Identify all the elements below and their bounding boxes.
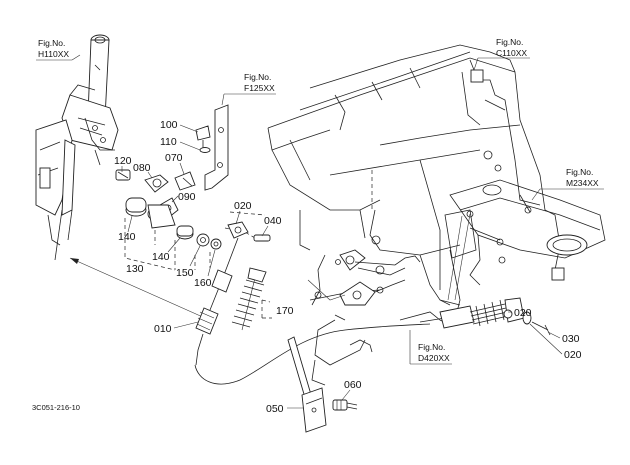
svg-text:C110XX: C110XX [496,48,527,58]
part-label-110: 110 [160,136,177,148]
part-labels: 100 110 120 080 070 090 020 040 140 140 … [114,119,582,415]
cable-end-right [419,297,551,336]
part-label-100: 100 [160,119,178,131]
svg-text:Fig.No.: Fig.No. [496,37,523,47]
part-label-090: 090 [178,191,196,203]
part-label-020-upper: 020 [234,200,252,212]
svg-text:H110XX: H110XX [38,49,69,59]
figure-reference-d420xx: Fig.No. D420XX [409,330,452,365]
part-label-050: 050 [266,403,284,415]
svg-text:Fig.No.: Fig.No. [38,38,65,48]
leader-arrow [69,257,206,319]
rear-housing [444,179,606,286]
svg-text:Fig.No.: Fig.No. [244,72,271,82]
drawing-code: 3C051-216-10 [32,403,80,412]
part-label-170: 170 [276,305,294,317]
part-label-150: 150 [176,267,194,279]
part-label-060: 060 [344,379,362,391]
figure-reference-c110xx: Fig.No. C110XX [473,37,530,71]
svg-text:Fig.No.: Fig.No. [418,342,445,352]
part-label-120: 120 [114,155,132,167]
assembly-group-130 [124,211,266,271]
part-label-130: 130 [126,263,144,275]
part-label-030: 030 [562,333,580,345]
accelerator-pedal [287,336,358,433]
svg-text:M234XX: M234XX [566,178,599,188]
tractor-frame [267,44,561,386]
linkage-rods [307,170,471,306]
part-label-040: 040 [264,215,282,227]
part-label-080: 080 [133,162,151,174]
part-label-010: 010 [154,323,172,335]
pedal-linkage [314,249,421,321]
svg-text:Fig.No.: Fig.No. [566,167,593,177]
part-label-020-right-lower: 020 [564,349,582,361]
figure-reference-f125xx: Fig.No. F125XX [221,72,276,106]
throttle-lever-parts [115,104,229,250]
part-label-160: 160 [194,277,212,289]
figure-reference-h110xx: Fig.No. H110XX [36,38,81,61]
svg-text:F125XX: F125XX [244,83,275,93]
figure-reference-m234xx: Fig.No. M234XX [531,167,604,201]
part-label-070: 070 [165,152,183,164]
svg-text:D420XX: D420XX [418,353,450,363]
throttle-cable [194,221,431,385]
part-label-140-right: 140 [152,251,170,263]
part-label-140-left: 140 [118,231,136,243]
part-label-020-right-upper: 020 [514,307,532,319]
steering-column [35,34,119,261]
